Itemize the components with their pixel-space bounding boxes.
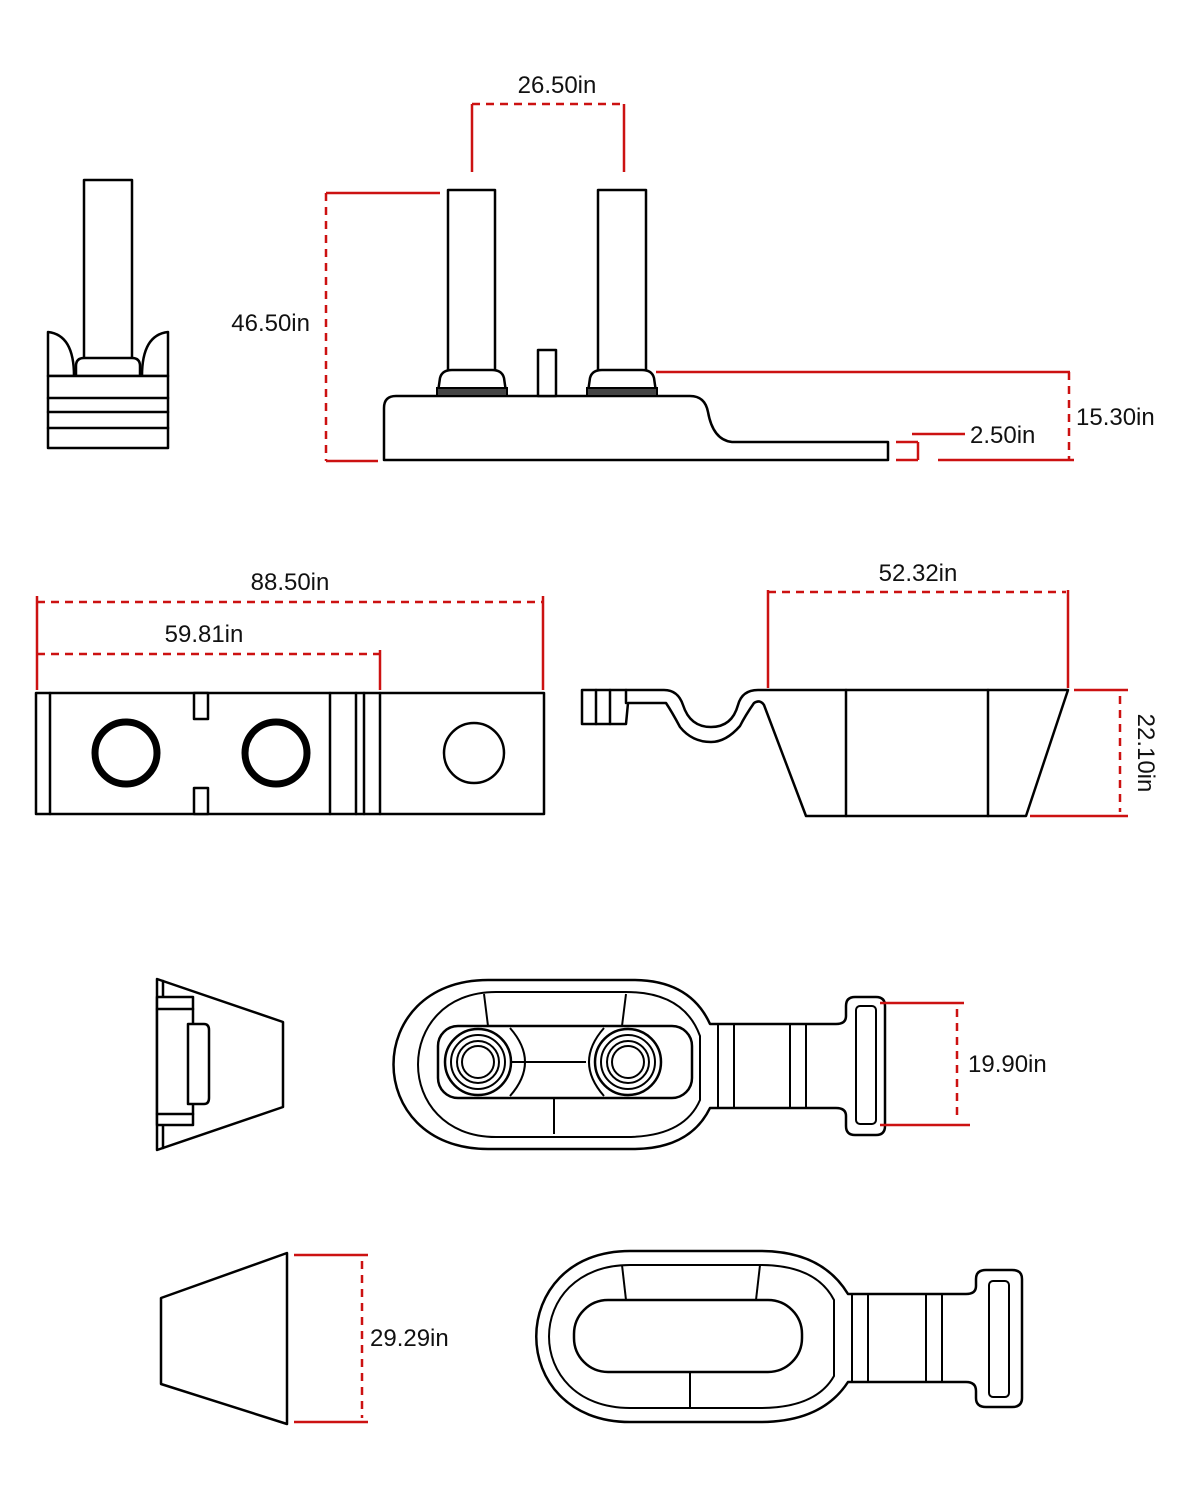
label-post-section: 59.81in (165, 621, 244, 648)
bottom-view-posts (392, 978, 887, 1151)
dim-cover-length: 52.32in (766, 560, 1070, 688)
post-seal-left (436, 387, 508, 397)
label-flange-thickness: 2.50in (970, 422, 1035, 449)
label-cover-height: 22.10in (1132, 714, 1159, 793)
post-seal-right (586, 387, 658, 397)
dim-post-spacing: 26.50in (470, 72, 626, 172)
label-overall-length: 88.50in (251, 569, 330, 596)
dim-end-height: 29.29in (294, 1253, 449, 1424)
cover-profile (580, 688, 1070, 818)
side-view (46, 178, 170, 450)
dim-overall-length: 88.50in (35, 569, 545, 690)
dim-tab-width: 19.90in (880, 1001, 1047, 1127)
front-elevation (382, 188, 890, 462)
label-tab-width: 19.90in (968, 1051, 1047, 1078)
label-post-spacing: 26.50in (518, 72, 597, 99)
end-view-lower (159, 1251, 289, 1426)
label-end-height: 29.29in (370, 1325, 449, 1352)
dim-base-height: 15.30in (656, 370, 1155, 462)
label-base-height: 15.30in (1076, 404, 1155, 431)
dim-post-section: 59.81in (37, 621, 382, 690)
label-overall-height: 46.50in (231, 310, 310, 337)
dim-flange-thickness: 2.50in (896, 422, 1035, 462)
top-view-cover (535, 1249, 1024, 1424)
end-view-upper (155, 977, 285, 1152)
dim-cover-height: 22.10in (1030, 688, 1159, 818)
label-cover-length: 52.32in (879, 560, 958, 587)
dim-overall-height: 46.50in (231, 191, 440, 463)
terminal-hole-left (91, 718, 161, 788)
top-view-plate (34, 691, 546, 816)
terminal-hole-right (241, 718, 311, 788)
